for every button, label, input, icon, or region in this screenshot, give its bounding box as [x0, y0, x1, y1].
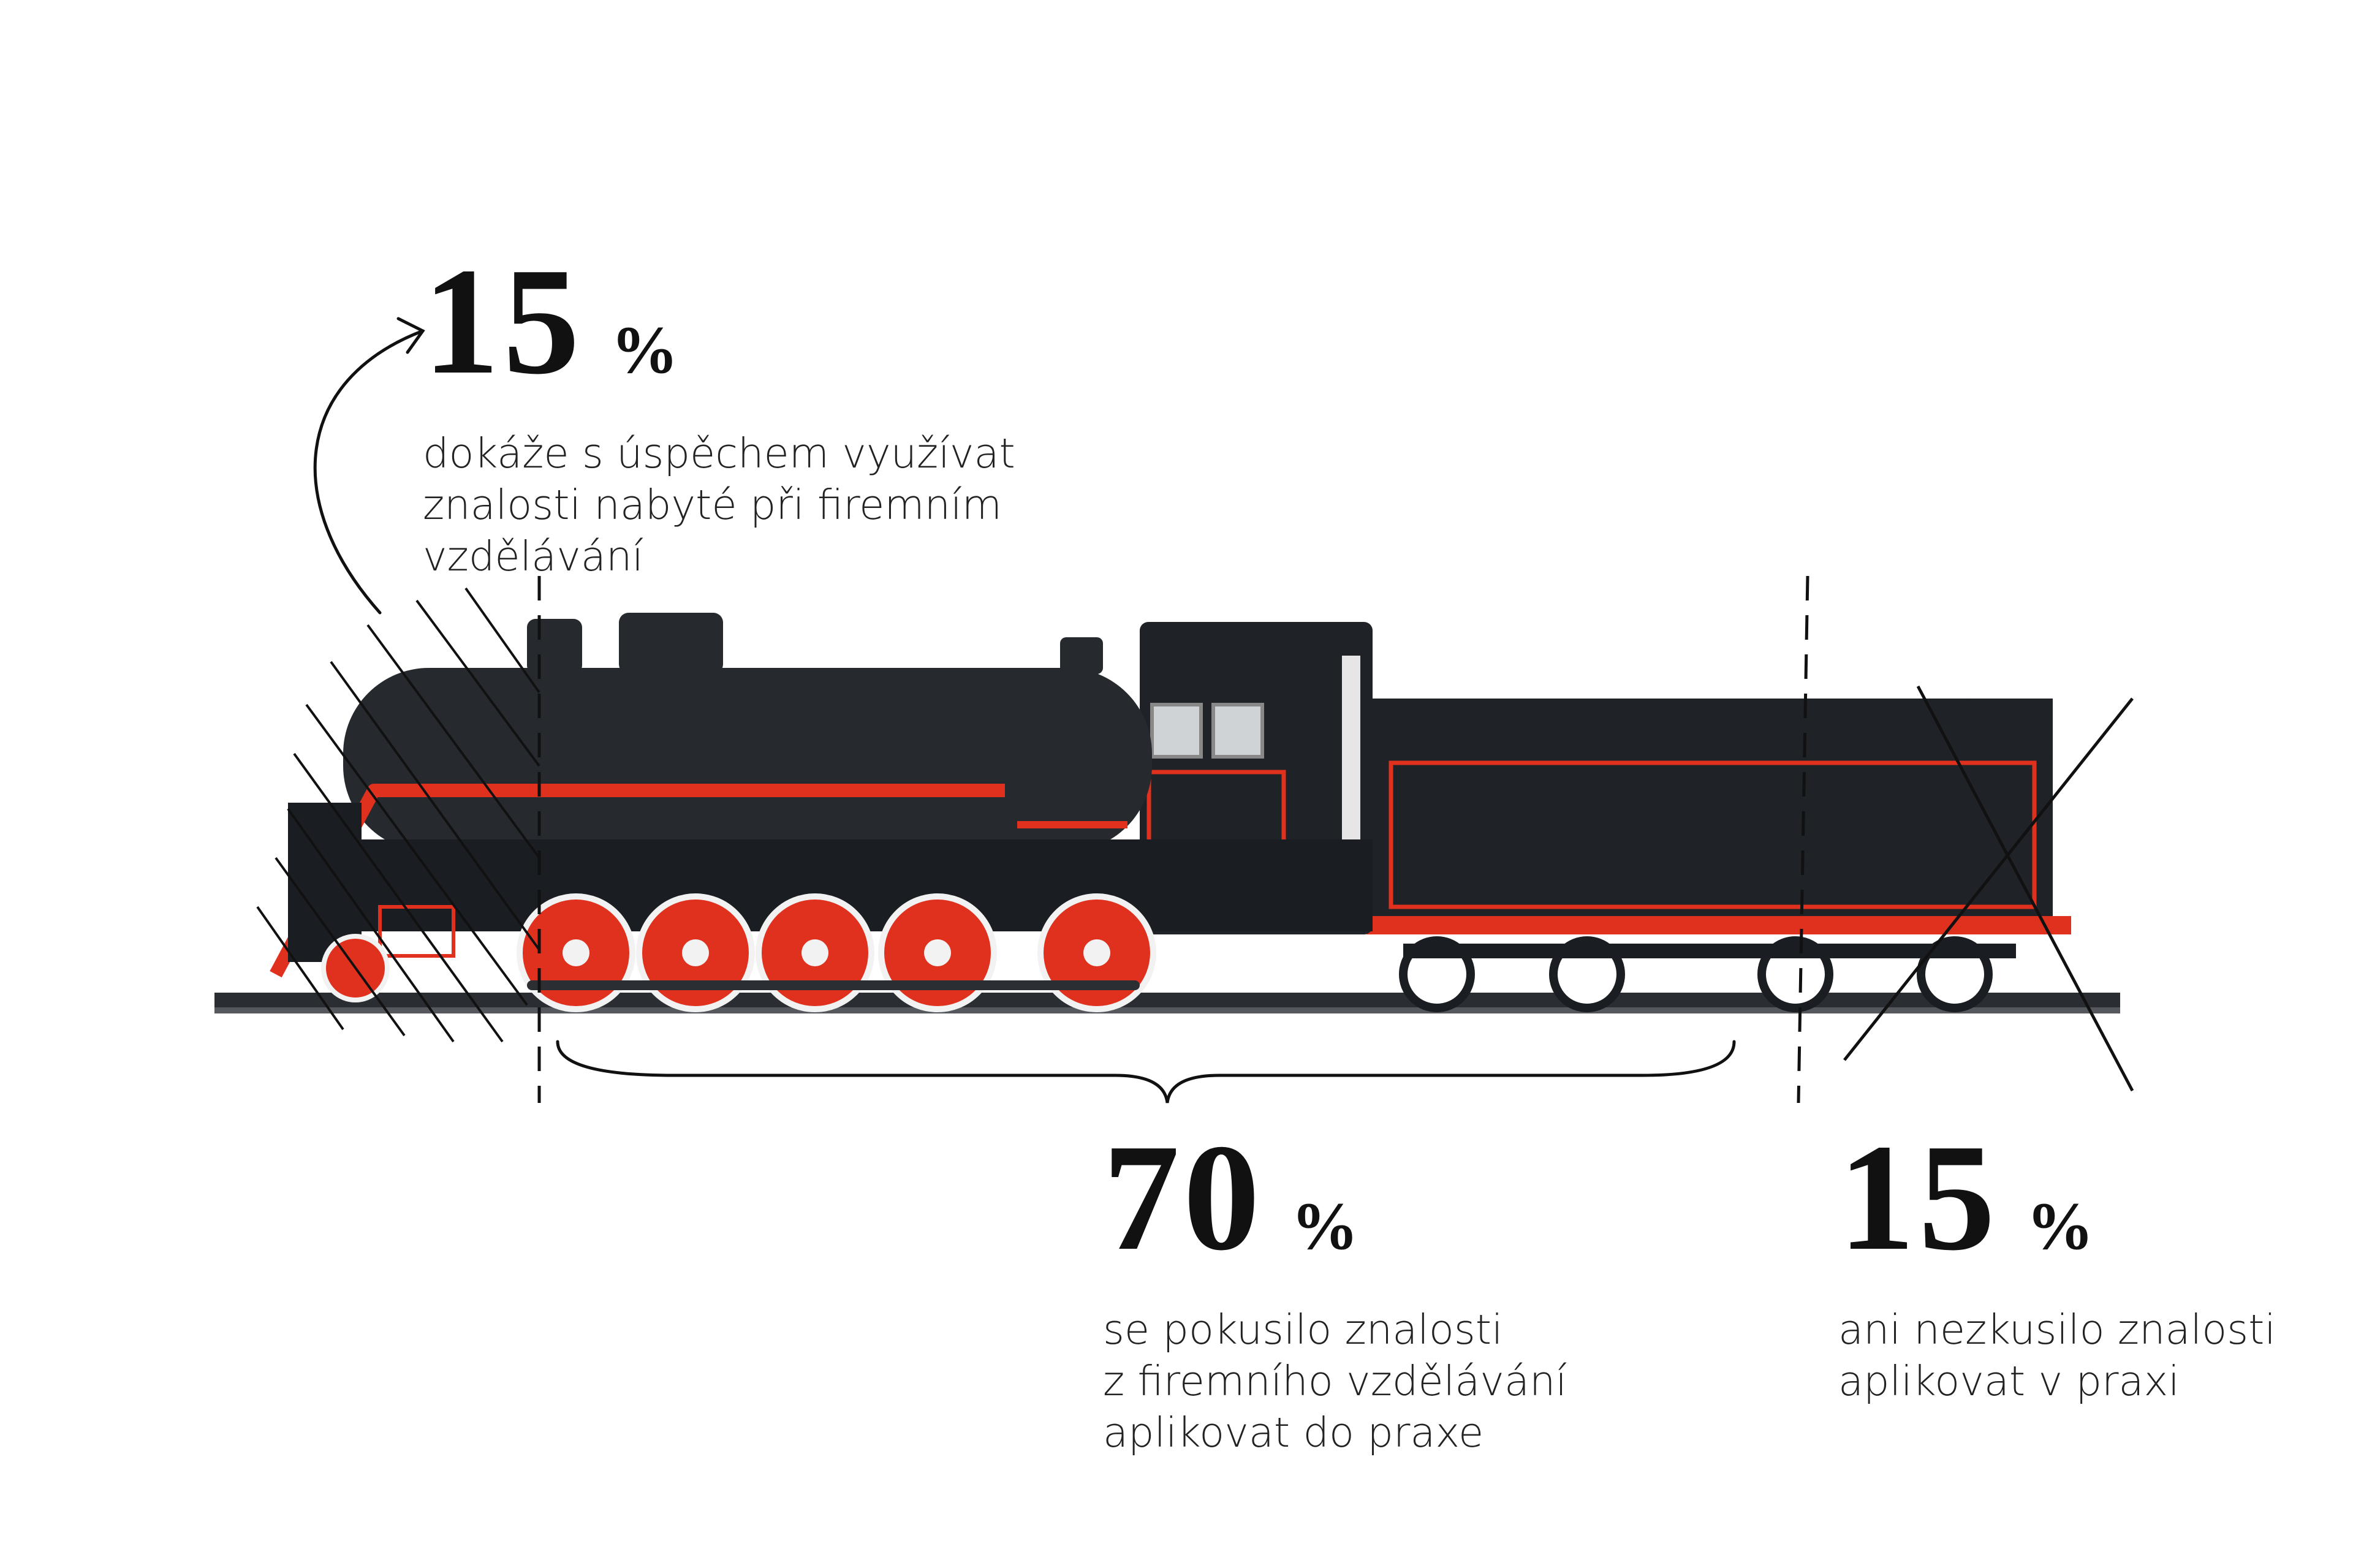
stat-description: ani nezkusilo znalosti aplikovat v praxi [1838, 1304, 2276, 1407]
tender-wheels [1399, 936, 2016, 1012]
stat-unit: % [2026, 1189, 2094, 1263]
description-line: se pokusilo znalosti [1103, 1306, 1503, 1354]
driving-wheels [517, 893, 1156, 1012]
stat-top: 15% dokáže s úspěchem využívat znalosti … [423, 245, 1015, 582]
stat-unit: % [611, 312, 678, 387]
curly-brace-icon [556, 1040, 1736, 1104]
description-line: ani nezkusilo znalosti [1838, 1306, 2276, 1354]
stat-value: 15 [423, 237, 583, 406]
description-line: aplikovat v praxi [1838, 1357, 2180, 1405]
stat-middle: 70% se pokusilo znalosti z firemního vzd… [1103, 1121, 1567, 1458]
description-line: znalosti nabyté při firemním [423, 481, 1002, 529]
stat-description: dokáže s úspěchem využívat znalosti naby… [423, 428, 1015, 582]
stat-unit: % [1291, 1189, 1358, 1263]
stat-description: se pokusilo znalosti z firemního vzděláv… [1103, 1304, 1567, 1458]
curved-arrow-icon [313, 317, 425, 615]
stat-value: 15 [1838, 1113, 1999, 1282]
stat-value: 70 [1103, 1113, 1264, 1282]
description-line: dokáže s úspěchem využívat [423, 430, 1015, 477]
separator-right [1797, 575, 1809, 1104]
stat-right: 15% ani nezkusilo znalosti aplikovat v p… [1838, 1121, 2276, 1407]
hatch-lines [256, 587, 540, 1043]
description-line: vzdělávání [423, 532, 644, 580]
description-line: z firemního vzdělávání [1103, 1357, 1567, 1405]
description-line: aplikovat do praxe [1103, 1409, 1484, 1456]
cross-icon [1843, 685, 2134, 1092]
rail-track [214, 993, 2120, 1013]
